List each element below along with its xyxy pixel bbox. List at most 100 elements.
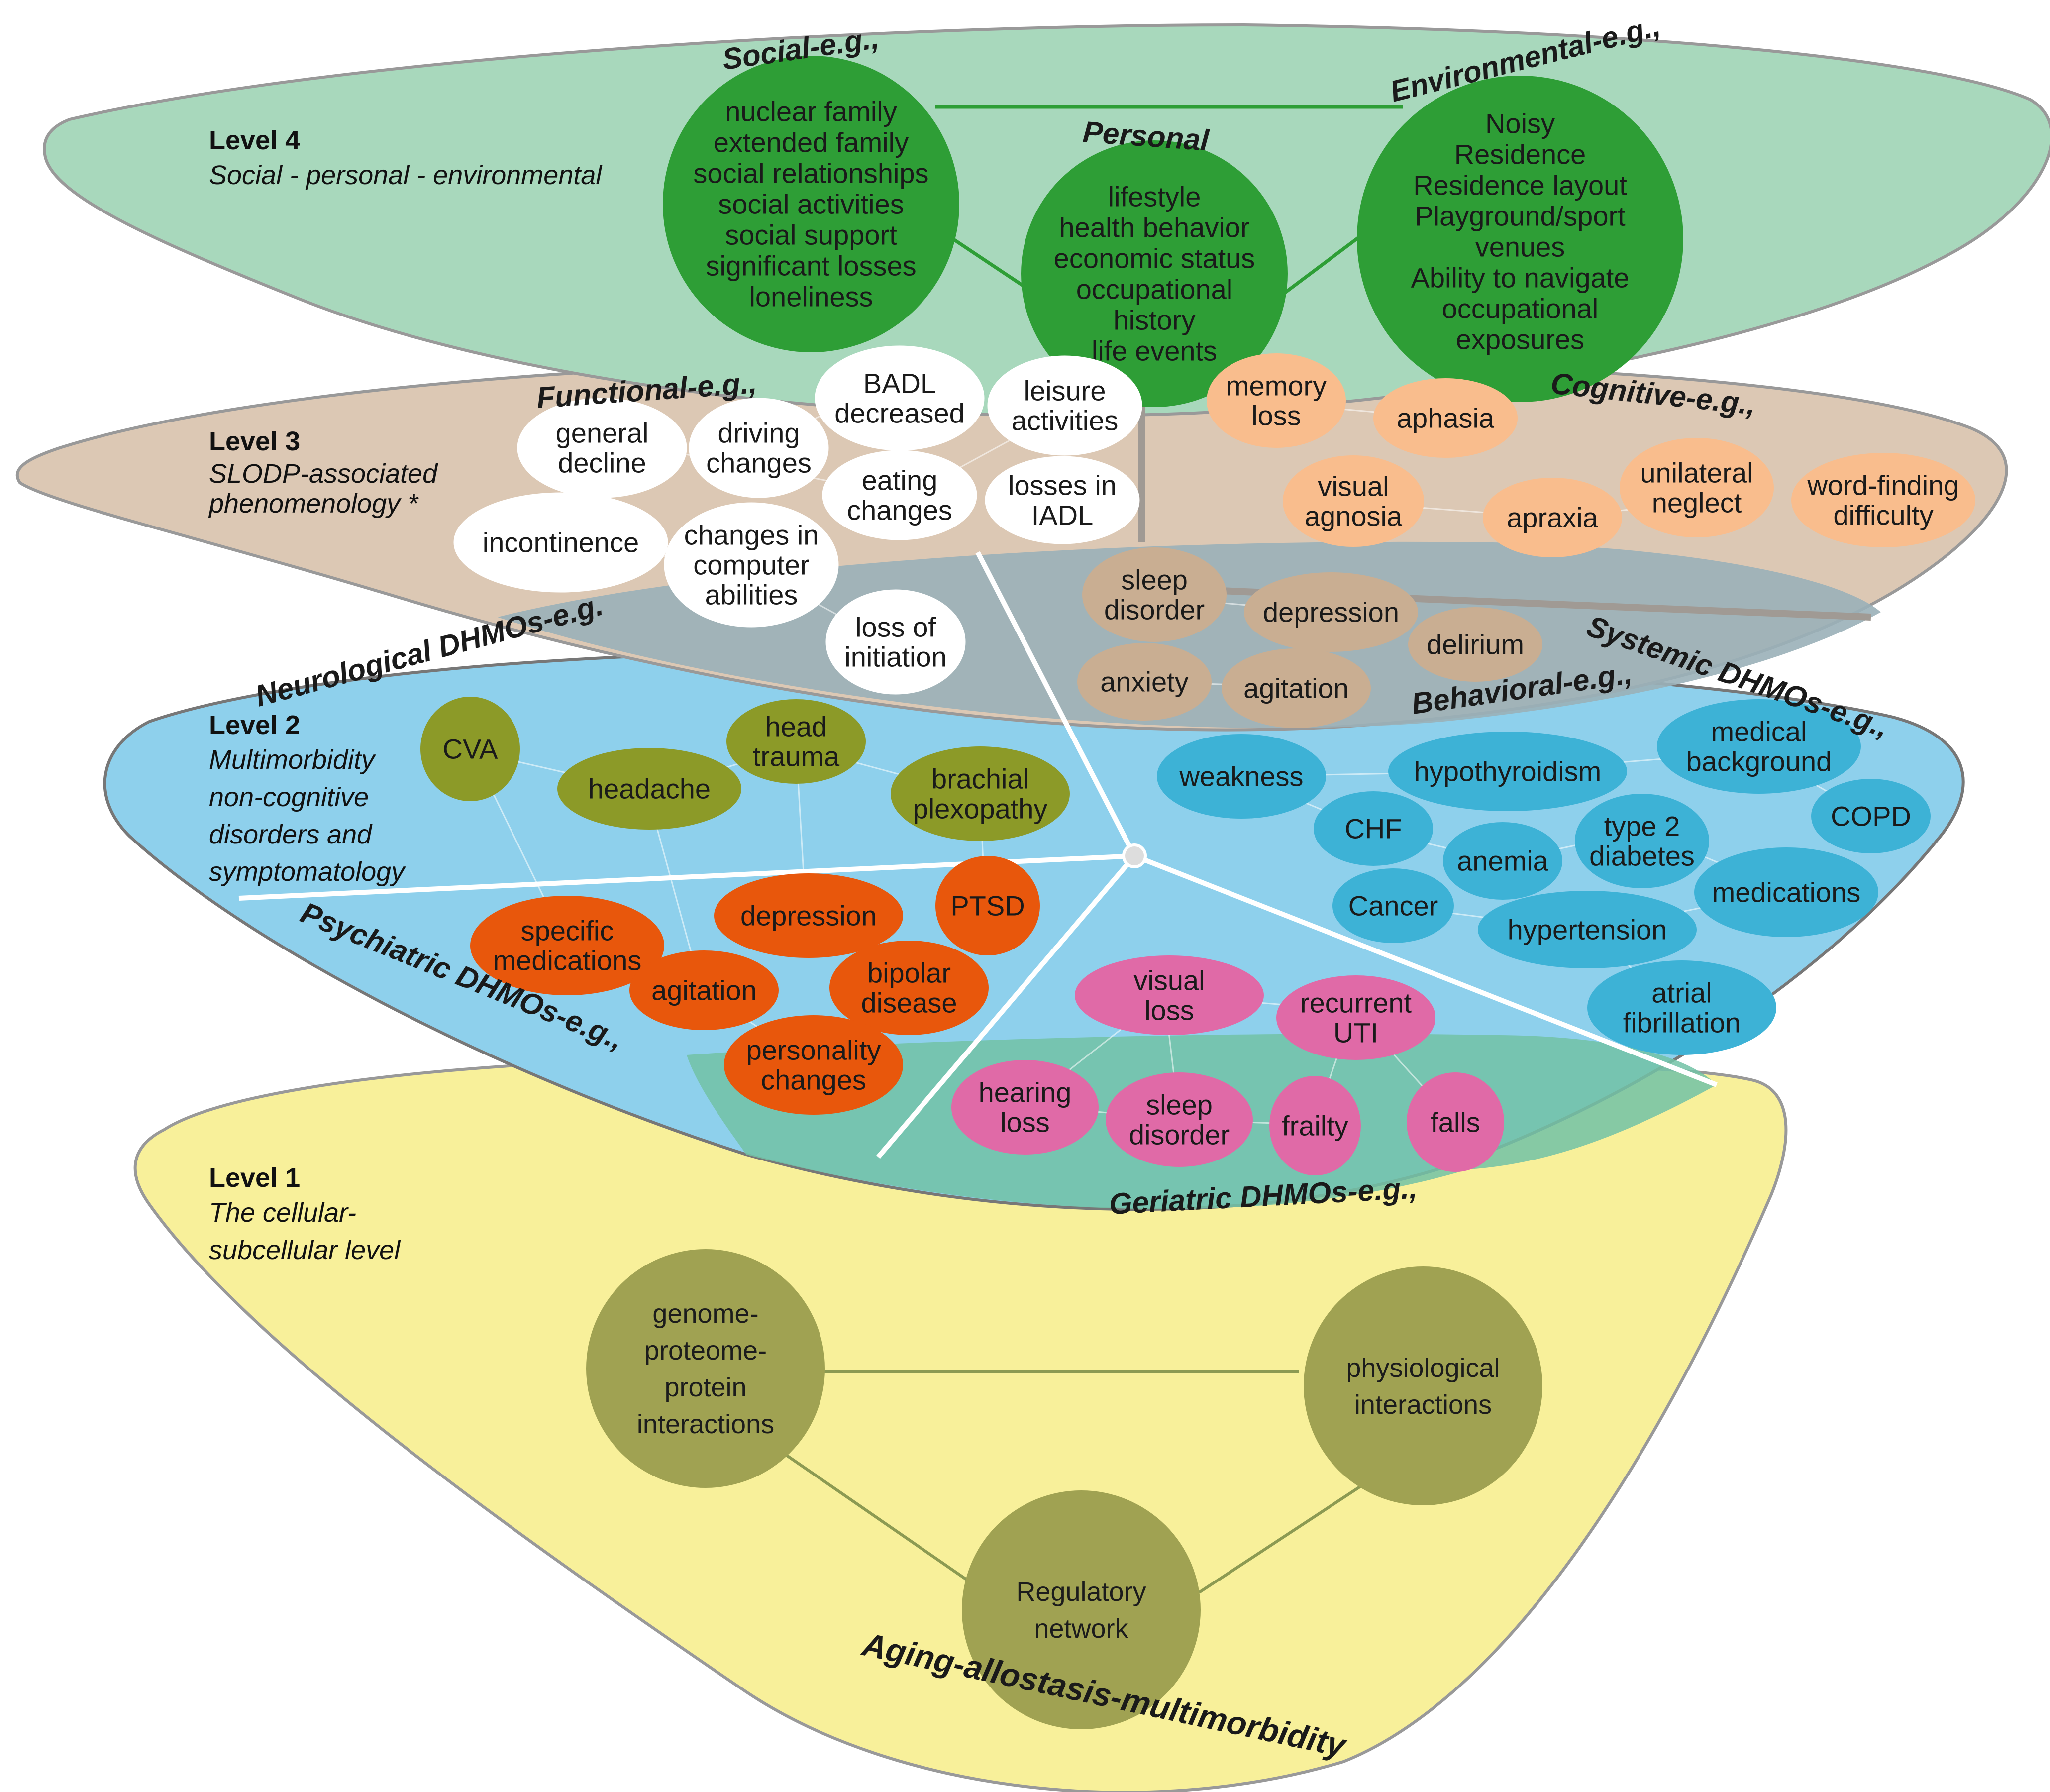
node-label-line: plexopathy	[913, 793, 1048, 825]
cognitive-node-shape	[1791, 453, 1975, 547]
systemic-node-hypothyroidism: hypothyroidism	[1388, 732, 1627, 811]
systemic-node-copd: COPD	[1811, 779, 1931, 853]
node-label-line: social activities	[718, 189, 904, 220]
central-hub	[1122, 843, 1147, 868]
level-1-title: Level 1	[209, 1163, 300, 1193]
node-label-line: CVA	[443, 734, 499, 765]
node-label-line: hypothyroidism	[1414, 756, 1602, 787]
functional-node-shape	[453, 492, 668, 593]
level-3-title: Level 3	[209, 426, 300, 456]
node-label-line: Regulatory	[1016, 1577, 1146, 1607]
node-label-line: physiological	[1346, 1353, 1500, 1383]
node-label-line: fibrillation	[1623, 1007, 1741, 1039]
level-4-label: Level 4 Social - personal - environmenta…	[209, 125, 603, 190]
node-label-line: loss	[1251, 400, 1301, 431]
functional-node-shape	[689, 398, 829, 498]
psychiatric-node-ptsd: PTSD	[935, 856, 1040, 955]
node-label-line: decreased	[834, 398, 965, 429]
geriatric-node-shape	[1269, 1076, 1361, 1175]
functional-node-shape	[825, 589, 966, 695]
node-label-line: unilateral	[1640, 457, 1753, 489]
node-label-line: disease	[861, 987, 957, 1019]
psychiatric-node-shape	[629, 950, 779, 1030]
node-label-line: eating	[862, 465, 938, 496]
functional-node-incontinence: incontinence	[453, 492, 668, 593]
node-label-line: incontinence	[483, 527, 639, 558]
node-label-line: driving	[718, 418, 800, 449]
node-label-line: occupational	[1442, 293, 1598, 324]
node-label-line: BADL	[863, 368, 936, 399]
node-label-line: neglect	[1652, 487, 1742, 519]
node-label-line: social support	[725, 219, 897, 251]
behavioral-node-shape	[1244, 572, 1418, 652]
neurological-node-shape	[891, 746, 1070, 841]
node-label-line: Noisy	[1485, 108, 1555, 139]
node-label-line: visual	[1318, 471, 1389, 502]
cognitive-node-shape	[1207, 353, 1346, 448]
geriatric-node-shape	[1075, 955, 1264, 1035]
node-label-line: hearing	[979, 1077, 1072, 1108]
psychiatric-node-depression: depression	[714, 873, 903, 958]
node-label-line: disorder	[1129, 1119, 1230, 1151]
node-label-line: diabetes	[1589, 841, 1695, 872]
geriatric-node-shape	[1106, 1072, 1253, 1167]
node-label-line: sleep	[1146, 1089, 1213, 1121]
cognitive-node-shape	[1483, 478, 1622, 557]
node-label-line: computer	[693, 549, 809, 581]
node-label-line: IADL	[1031, 500, 1094, 531]
node-label-line: life events	[1092, 335, 1217, 367]
psychiatric-node-shape	[829, 941, 989, 1035]
cognitive-node-apraxia: apraxia	[1483, 478, 1622, 557]
node-label-line: medical	[1711, 716, 1807, 747]
node-label-line: Residence layout	[1413, 170, 1627, 201]
node-label-line: medications	[1712, 877, 1861, 908]
neurological-node-headache: headache	[557, 748, 741, 830]
node-label-line: background	[1686, 746, 1832, 777]
level-1-subtitle-2: subcellular level	[209, 1235, 401, 1265]
node-label-line: abilities	[705, 579, 798, 611]
behavioral-node-shape	[1082, 547, 1227, 642]
node-label-line: protein	[664, 1372, 746, 1402]
systemic-node-shape	[1811, 779, 1931, 853]
node-label-line: brachial	[931, 763, 1029, 795]
systemic-node-shape	[1694, 847, 1878, 937]
systemic-node-shape	[1443, 822, 1562, 900]
behavioral-node-anxiety: anxiety	[1077, 643, 1212, 721]
level-1-label: Level 1 The cellular- subcellular level	[209, 1163, 401, 1265]
functional-node-shape	[985, 456, 1140, 544]
systemic-node-anemia: anemia	[1443, 822, 1562, 900]
node-label-line: history	[1114, 305, 1196, 336]
node-label-line: disorder	[1104, 594, 1205, 626]
node-label-line: UTI	[1333, 1017, 1378, 1049]
node-label-line: type 2	[1604, 811, 1680, 842]
cognitive-node-shape	[1373, 378, 1518, 458]
behavioral-node-agitation: agitation	[1222, 648, 1371, 728]
node-label-line: difficulty	[1833, 500, 1933, 531]
node-label-line: network	[1034, 1614, 1128, 1644]
node-label-line: loss	[1144, 995, 1194, 1026]
node-label-line: general	[556, 418, 649, 449]
cognitive-node-aphasia: aphasia	[1373, 378, 1518, 458]
level-2-subtitle-2: non-cognitive	[209, 782, 369, 812]
node-label-line: delirium	[1427, 629, 1524, 660]
systemic-node-shape	[1388, 732, 1627, 811]
functional-node-shape	[822, 450, 977, 540]
level-4-title: Level 4	[209, 125, 300, 155]
node-label-line: CHF	[1344, 813, 1402, 844]
node-label-line: loneliness	[749, 281, 873, 313]
node-label-line: head	[765, 711, 827, 742]
level-2-subtitle-1: Multimorbidity	[209, 745, 376, 775]
geriatric-node-frailty: frailty	[1269, 1076, 1361, 1175]
node-label-line: bipolar	[867, 957, 951, 989]
